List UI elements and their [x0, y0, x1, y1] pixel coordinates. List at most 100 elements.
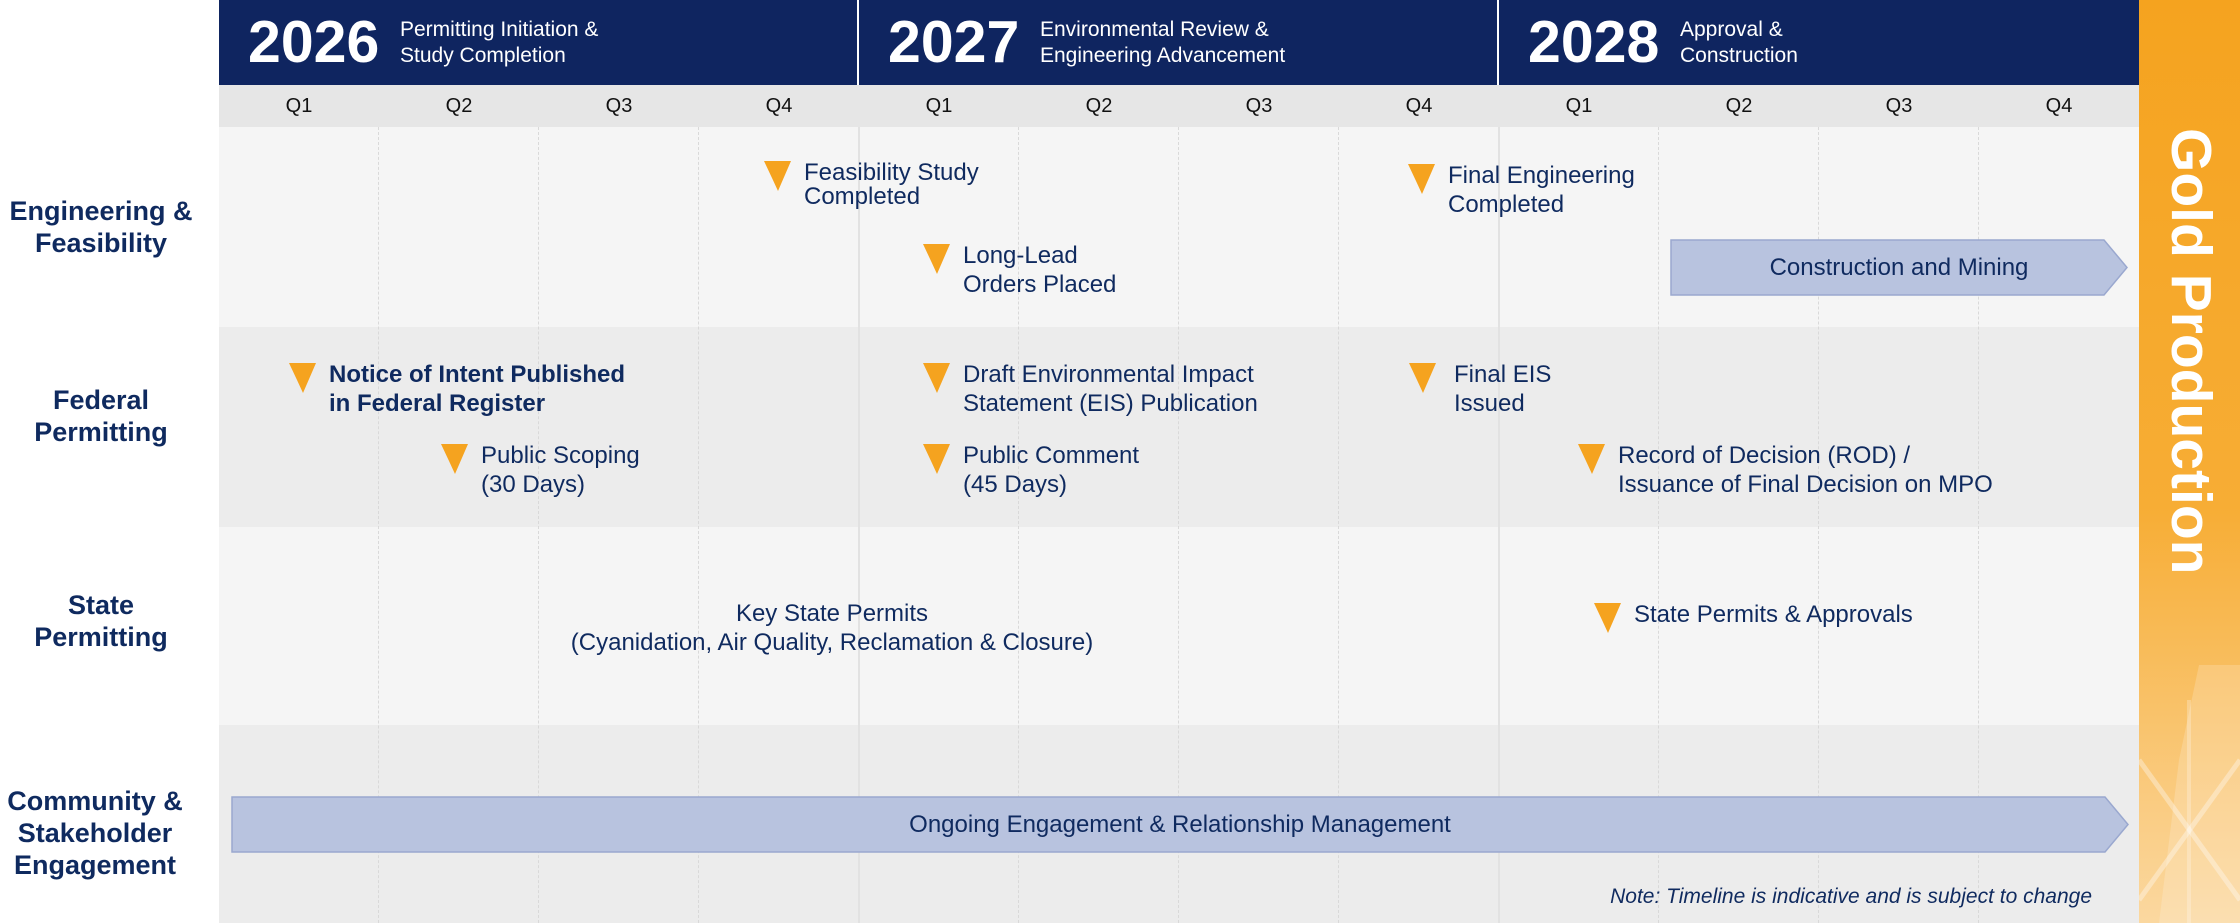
quarter-strip: Q1 Q2 Q3 Q4 Q1 Q2 Q3 Q4 Q1 Q2 Q3 Q4 [219, 85, 2139, 127]
year-subtitle-line: Study Completion [400, 44, 566, 67]
engagement-bar-label: Ongoing Engagement & Relationship Manage… [909, 810, 1451, 838]
year-subtitle: Environmental Review & Engineering Advan… [1040, 17, 1285, 69]
milestone-label-line: Issued [1454, 390, 1525, 417]
milestone-label-line: Record of Decision (ROD) / [1618, 442, 1911, 469]
milestone-marker-icon [923, 363, 950, 393]
arrow-bar-shape [1670, 239, 2128, 296]
quarter-label: Q1 [925, 95, 953, 117]
milestone-label-line: Public Scoping [481, 442, 640, 469]
milestone-label-line: (30 Days) [481, 471, 586, 498]
quarter-label: Q1 [1565, 95, 1593, 117]
milestone-label-line: Long-Lead [963, 242, 1078, 269]
band-state [219, 527, 2139, 725]
milestone-label-line: Issuance of Final Decision on MPO [1618, 471, 1993, 498]
milestone-label: State Permits & Approvals [1634, 601, 1913, 628]
engagement-bar: Ongoing Engagement & Relationship Manage… [231, 796, 2129, 853]
milestone-label: Record of Decision (ROD) / Issuance of F… [1618, 441, 1993, 499]
year-number: 2026 [248, 9, 380, 75]
milestone-label: Long-Lead Orders Placed [963, 241, 1116, 299]
milestone-marker-icon [289, 363, 316, 393]
year-subtitle-line: Environmental Review & [1040, 18, 1269, 41]
timeline-note: Note: Timeline is indicative and is subj… [1610, 885, 2092, 908]
milestone-label: Public Comment (45 Days) [963, 441, 1139, 499]
row-label-state: State Permitting [0, 589, 202, 653]
milestone-label-line: Feasibility Study [804, 159, 979, 186]
year-subtitle-line: Permitting Initiation & [400, 18, 599, 41]
milestone-marker-icon [441, 444, 468, 474]
year-header-2026: 2026 Permitting Initiation & Study Compl… [219, 0, 859, 85]
milestone-marker-icon [1578, 444, 1605, 474]
milestone-label-line: Notice of Intent Published [329, 361, 626, 388]
milestone-label-line: Final Engineering [1448, 162, 1635, 189]
row-label-line: Engagement [13, 850, 177, 880]
grid-line [1338, 127, 1339, 923]
milestone-marker-icon [1408, 164, 1435, 194]
milestone-marker-icon [1409, 363, 1436, 393]
year-subtitle: Permitting Initiation & Study Completion [400, 17, 598, 69]
gold-production-panel: Gold Production [2139, 0, 2240, 923]
year-subtitle-line: Construction [1680, 44, 1798, 67]
milestone-label-line: Final EIS [1454, 361, 1552, 388]
row-label-line: State [67, 590, 135, 620]
grid-line [1178, 127, 1179, 923]
milestone-label: Final Engineering Completed [1448, 161, 1635, 219]
milestone-label-line: Orders Placed [963, 271, 1117, 298]
quarter-label: Q3 [1885, 95, 1913, 117]
milestone-marker-icon [1594, 603, 1621, 633]
milestone-label-line: Completed [1448, 191, 1565, 218]
row-label-line: Federal [52, 385, 150, 415]
year-subtitle: Approval & Construction [1680, 17, 1798, 69]
quarter-label: Q1 [285, 95, 313, 117]
year-header-2027: 2027 Environmental Review & Engineering … [859, 0, 1499, 85]
quarter-label: Q3 [1245, 95, 1273, 117]
grid-line [698, 127, 699, 923]
milestone-marker-icon [923, 244, 950, 274]
gold-production-label: Gold Production [2159, 128, 2223, 575]
key-state-permits-line: Key State Permits [735, 600, 929, 627]
year-subtitle-line: Approval & [1680, 18, 1783, 41]
year-divider-line [1498, 127, 1500, 923]
grid-line [1658, 127, 1659, 923]
row-label-line: Feasibility [34, 228, 168, 258]
band-engineering [219, 127, 2139, 327]
milestone-label: Notice of Intent Published in Federal Re… [329, 360, 625, 418]
row-label-line: Community & [7, 786, 183, 816]
milestone-marker-icon [764, 161, 791, 191]
grid-line [538, 127, 539, 923]
key-state-permits: Key State Permits (Cyanidation, Air Qual… [532, 599, 1132, 657]
row-label-line: Engineering & [9, 196, 193, 226]
quarter-label: Q3 [605, 95, 633, 117]
row-label-federal: Federal Permitting [0, 384, 202, 448]
milestone-label: Feasibility Study Completed [804, 158, 979, 211]
year-number: 2028 [1528, 9, 1660, 75]
construction-bar-label: Construction and Mining [1769, 253, 2029, 281]
milestone-label-line: Draft Environmental Impact [963, 361, 1254, 388]
grid-line [1018, 127, 1019, 923]
milestone-label: Draft Environmental Impact Statement (EI… [963, 360, 1258, 418]
construction-mining-bar: Construction and Mining [1670, 239, 2128, 296]
grid-line [378, 127, 379, 923]
row-label-community: Community & Stakeholder Engagement [0, 785, 190, 881]
grid-line [1818, 127, 1819, 923]
quarter-label: Q2 [445, 95, 473, 117]
milestone-label: Public Scoping (30 Days) [481, 441, 640, 499]
year-divider-line [858, 127, 860, 923]
milestone-label-line: Public Comment [963, 442, 1140, 469]
quarter-label: Q4 [2045, 95, 2073, 117]
quarter-label: Q2 [1725, 95, 1753, 117]
grid-line [1978, 127, 1979, 923]
arrow-bar-shape [231, 796, 2129, 853]
quarter-label: Q2 [1085, 95, 1113, 117]
year-number: 2027 [888, 9, 1020, 75]
year-header-2028: 2028 Approval & Construction [1499, 0, 2139, 85]
hexagon-pattern-icon [2139, 665, 2240, 923]
row-label-line: Stakeholder [17, 818, 173, 848]
band-federal [219, 327, 2139, 527]
quarter-label: Q4 [765, 95, 793, 117]
row-label-line: Permitting [34, 622, 168, 652]
milestone-label-line: in Federal Register [329, 390, 546, 417]
quarter-label: Q4 [1405, 95, 1433, 117]
milestone-label-line: (45 Days) [963, 471, 1068, 498]
row-label-line: Permitting [34, 417, 168, 447]
milestone-label-line: Completed [804, 183, 921, 210]
